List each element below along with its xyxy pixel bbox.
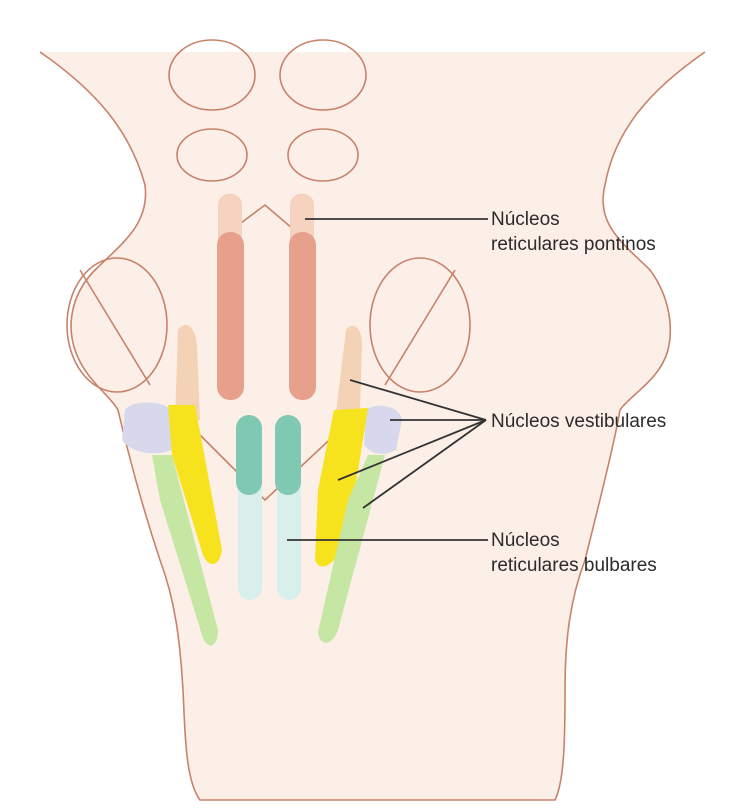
pontine-reticular-nucleus-left-core (217, 232, 244, 400)
label-pontinos-line-2: reticulares pontinos (491, 232, 656, 257)
bulbar-reticular-nucleus-left-core (236, 415, 262, 495)
label-nucleos-vestibulares: Núcleos vestibulares (491, 409, 666, 434)
vestibular-nucleus-lavender-right (364, 406, 402, 454)
vestibular-nucleus-lavender-left (122, 403, 172, 454)
label-nucleos-reticulares-pontinos: Núcleos reticulares pontinos (491, 207, 656, 257)
label-nucleos-reticulares-bulbares: Núcleos reticulares bulbares (491, 528, 657, 578)
label-pontinos-line-1: Núcleos (491, 207, 656, 232)
pontine-reticular-nucleus-right-core (289, 232, 316, 400)
label-bulbares-line-2: reticulares bulbares (491, 553, 657, 578)
label-bulbares-line-1: Núcleos (491, 528, 657, 553)
bulbar-reticular-nucleus-right-core (275, 415, 301, 495)
label-vestibulares-line-1: Núcleos vestibulares (491, 409, 666, 434)
